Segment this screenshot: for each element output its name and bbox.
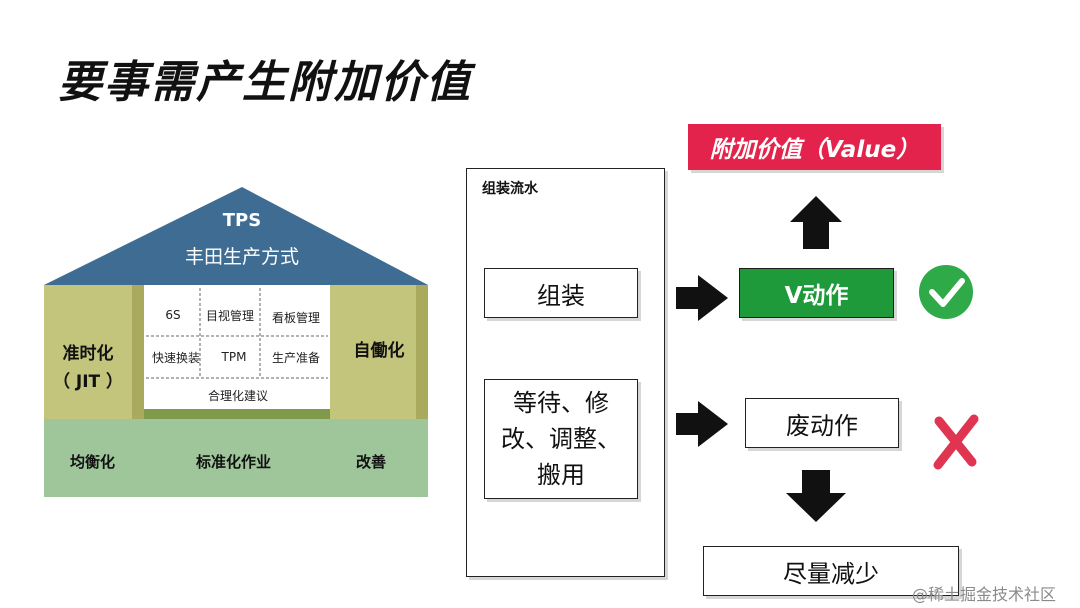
inner-floor (144, 409, 330, 419)
foundation (44, 419, 428, 497)
pillar-right-label: 自働化 (353, 341, 405, 361)
roof-subtitle: 丰田生产方式 (184, 246, 299, 268)
check-icon (919, 265, 973, 319)
cell-visual-management: 目视管理 (205, 308, 254, 323)
cell-6s: 6S (165, 308, 181, 322)
reduce-box: 尽量减少 (703, 546, 959, 596)
assembly-line-frame (466, 168, 665, 577)
assembly-line-title: 组装流水 (482, 181, 538, 197)
pillar-right-side (416, 285, 428, 419)
pillar-right (330, 285, 416, 419)
cross-icon (933, 414, 979, 470)
page-title: 要事需产生附加价值 (58, 57, 472, 108)
pillar-left-line1: 准时化 (62, 344, 114, 364)
cell-production-prep: 生产准备 (271, 350, 320, 365)
waste-line-3: 搬用 (537, 461, 585, 489)
inner-grid (146, 288, 328, 379)
arrow-up (790, 196, 842, 249)
roof (44, 187, 428, 285)
cell-kanban: 看板管理 (271, 310, 320, 325)
foundation-standard-work: 标准化作业 (196, 453, 272, 471)
pillar-left-label: 准时化 （ JIT ） (44, 340, 132, 396)
foundation-kaizen: 改善 (356, 453, 387, 471)
waste-line-2: 改、调整、 (501, 425, 621, 453)
foundation-leveling: 均衡化 (70, 453, 116, 471)
inner-area (144, 285, 330, 412)
cell-quick-changeover: 快速换装 (151, 350, 200, 365)
arrow-right-2 (676, 401, 728, 447)
arrow-down (786, 470, 846, 522)
pillar-left-side (132, 285, 144, 419)
waste-activities-box: 等待、修 改、调整、 搬用 (484, 379, 638, 499)
waste-action-box: 废动作 (745, 398, 899, 448)
watermark: @稀土掘金技术社区 (912, 585, 1057, 604)
value-added-box: 附加价值（Value） (688, 124, 941, 170)
arrow-right-1 (676, 275, 728, 321)
v-action-box: V动作 (739, 268, 894, 318)
cell-tpm: TPM (221, 350, 247, 364)
waste-line-1: 等待、修 (513, 389, 609, 417)
roof-title: TPS (222, 210, 262, 231)
assembly-box: 组装 (484, 268, 638, 318)
cell-suggestions: 合理化建议 (207, 388, 268, 403)
pillar-left-line2: （ JIT ） (52, 372, 124, 392)
pillar-left (44, 285, 132, 419)
